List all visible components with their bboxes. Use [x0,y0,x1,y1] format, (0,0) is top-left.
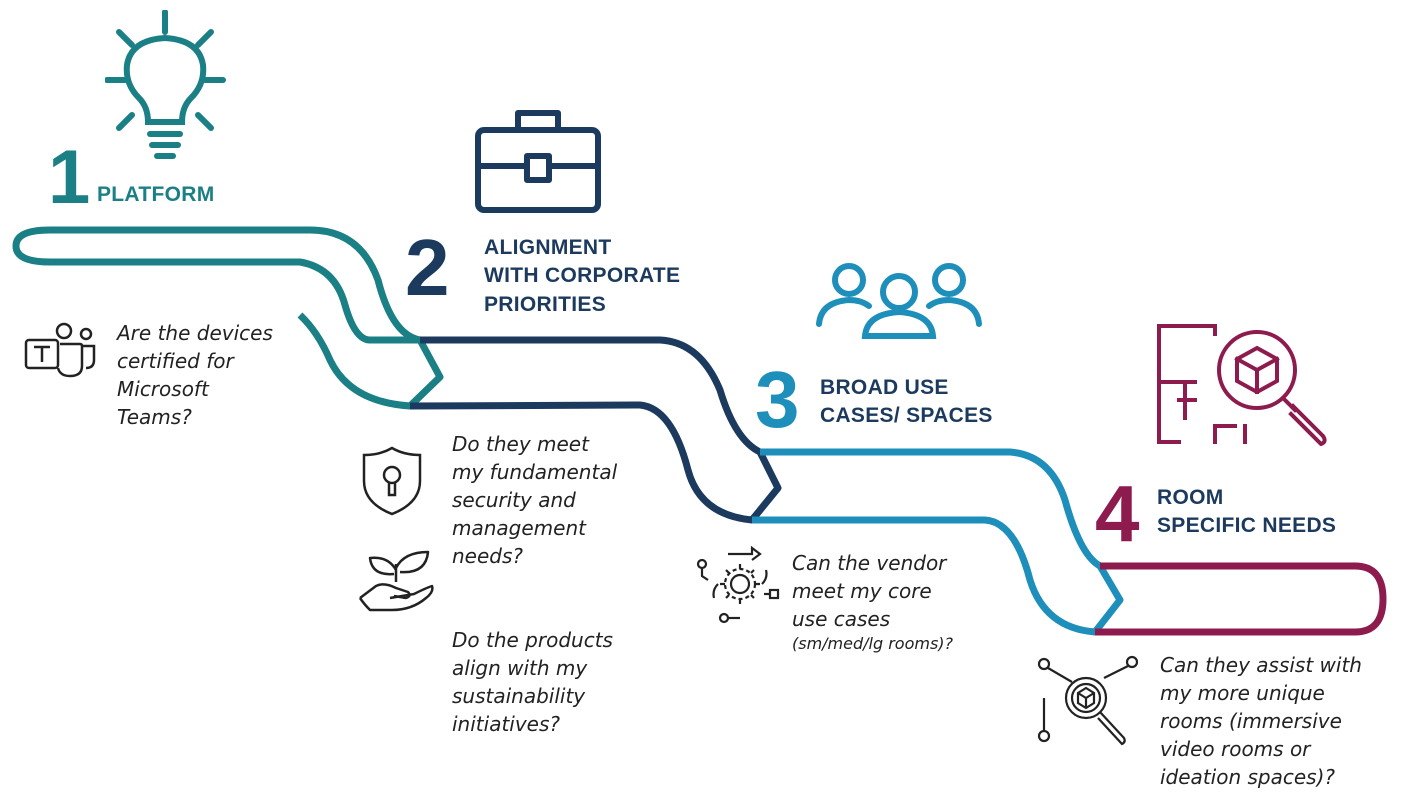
road-band-step2 [409,336,782,524]
step3-question: Can the vendor meet my core use cases (s… [792,551,954,653]
step-number-1: 1 [48,135,91,220]
step2-question-sustainability: Do the products align with my sustainabi… [452,628,613,736]
people-group-icon [816,263,982,339]
security-shield-icon [362,446,422,516]
step4-question: Can they assist with my more unique room… [1160,653,1362,789]
step-number-4: 4 [1095,469,1140,558]
floorplan-search-icon [1157,324,1327,446]
step-title-room-specific: ROOM SPECIFIC NEEDS [1157,486,1337,538]
step-title-alignment: ALIGNMENT WITH CORPORATE PRIORITIES [484,236,681,316]
briefcase-icon [475,110,601,213]
step-number-3: 3 [755,355,800,444]
sustainability-plant-icon [358,550,434,612]
step2-question-security: Do they meet my fundamental security and… [452,432,618,568]
network-search-icon [1037,655,1139,746]
teams-icon [24,322,96,378]
step-title-broad-use: BROAD USE CASES/ SPACES [820,376,993,428]
lightbulb-icon [105,10,226,159]
step-title-platform: PLATFORM [97,183,215,206]
road-band-step4 [1095,562,1387,636]
step1-question: Are the devices certified for Microsoft … [117,321,273,429]
road-band-step3 [752,448,1124,636]
gear-workflow-icon [696,545,780,624]
road-band-step1 [12,226,444,410]
step-number-2: 2 [405,223,450,312]
